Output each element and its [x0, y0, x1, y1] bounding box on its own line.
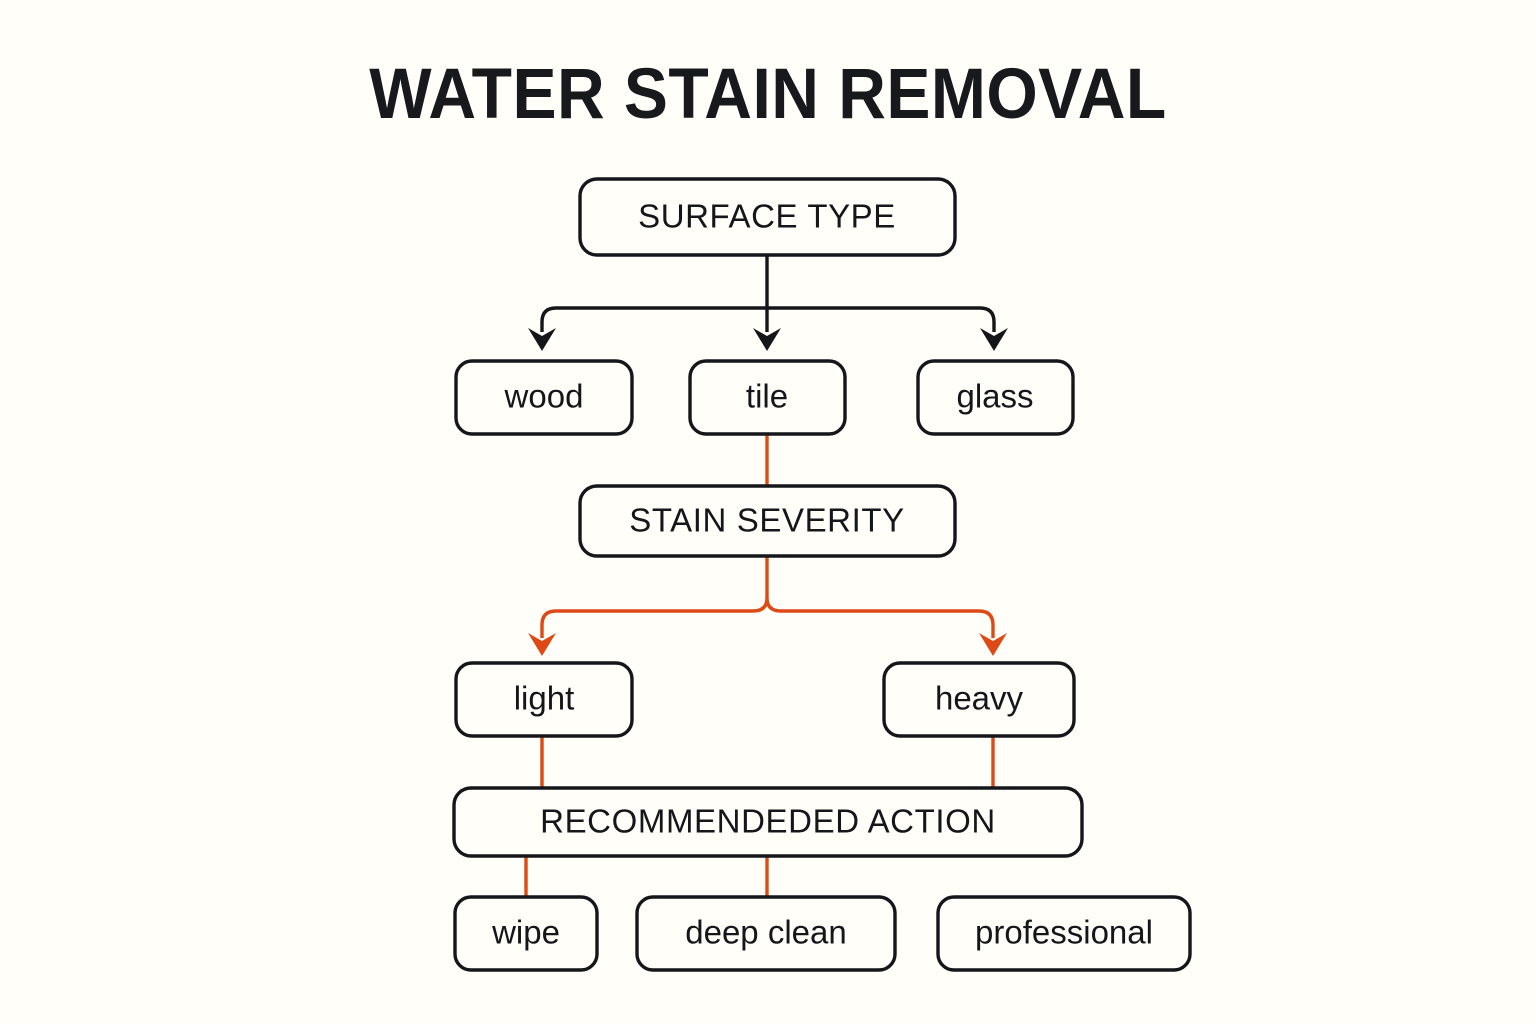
edge-surface-type-to-glass — [767, 306, 996, 332]
edge-surface-type-to-wood — [540, 306, 767, 332]
node-deep-clean-box — [635, 895, 897, 972]
node-surface-type-box — [578, 177, 957, 257]
edge-stain-severity-to-heavy — [765, 597, 995, 638]
node-professional-label: professional — [975, 914, 1153, 951]
arrowhead-glass — [980, 328, 1008, 351]
node-surface-type-label: SURFACE TYPE — [638, 198, 896, 235]
page-title: WATER STAIN REMOVAL — [369, 55, 1167, 134]
node-wood[interactable]: wood — [454, 359, 634, 436]
edge-group-accent — [524, 432, 1007, 901]
node-professional[interactable]: professional — [936, 895, 1192, 972]
node-glass-label: glass — [956, 378, 1033, 415]
node-heavy-box — [882, 661, 1076, 738]
arrowhead-heavy — [979, 633, 1007, 656]
arrowhead-wood — [528, 328, 556, 351]
node-heavy[interactable]: heavy — [882, 661, 1076, 738]
node-tile-box — [688, 359, 847, 436]
node-deep-clean[interactable]: deep clean — [635, 895, 897, 972]
node-surface-type[interactable]: SURFACE TYPE — [578, 177, 957, 257]
node-glass[interactable]: glass — [916, 359, 1075, 436]
node-stain-severity-label: STAIN SEVERITY — [629, 502, 905, 539]
node-wipe-box — [453, 895, 599, 972]
arrowhead-light — [528, 633, 556, 656]
node-recommended-action[interactable]: RECOMMENDEDED ACTION — [452, 786, 1084, 858]
node-wipe-label: wipe — [491, 914, 560, 951]
edge-group-surface-type — [528, 254, 1008, 351]
node-tile[interactable]: tile — [688, 359, 847, 436]
node-light-box — [454, 661, 634, 738]
node-tile-label: tile — [746, 378, 788, 415]
node-recommended-action-label: RECOMMENDEDED ACTION — [540, 803, 996, 840]
node-stain-severity-box — [578, 484, 957, 558]
arrowhead-tile — [753, 328, 781, 351]
node-light-label: light — [514, 680, 575, 717]
node-wipe[interactable]: wipe — [453, 895, 599, 972]
node-deep-clean-label: deep clean — [685, 914, 846, 951]
node-wood-label: wood — [504, 378, 584, 415]
edge-stain-severity-to-light — [540, 597, 769, 638]
node-light[interactable]: light — [454, 661, 634, 738]
node-professional-box — [936, 895, 1192, 972]
node-heavy-label: heavy — [935, 680, 1024, 717]
node-recommended-action-box — [452, 786, 1084, 858]
node-glass-box — [916, 359, 1075, 436]
node-stain-severity[interactable]: STAIN SEVERITY — [578, 484, 957, 558]
node-wood-box — [454, 359, 634, 436]
